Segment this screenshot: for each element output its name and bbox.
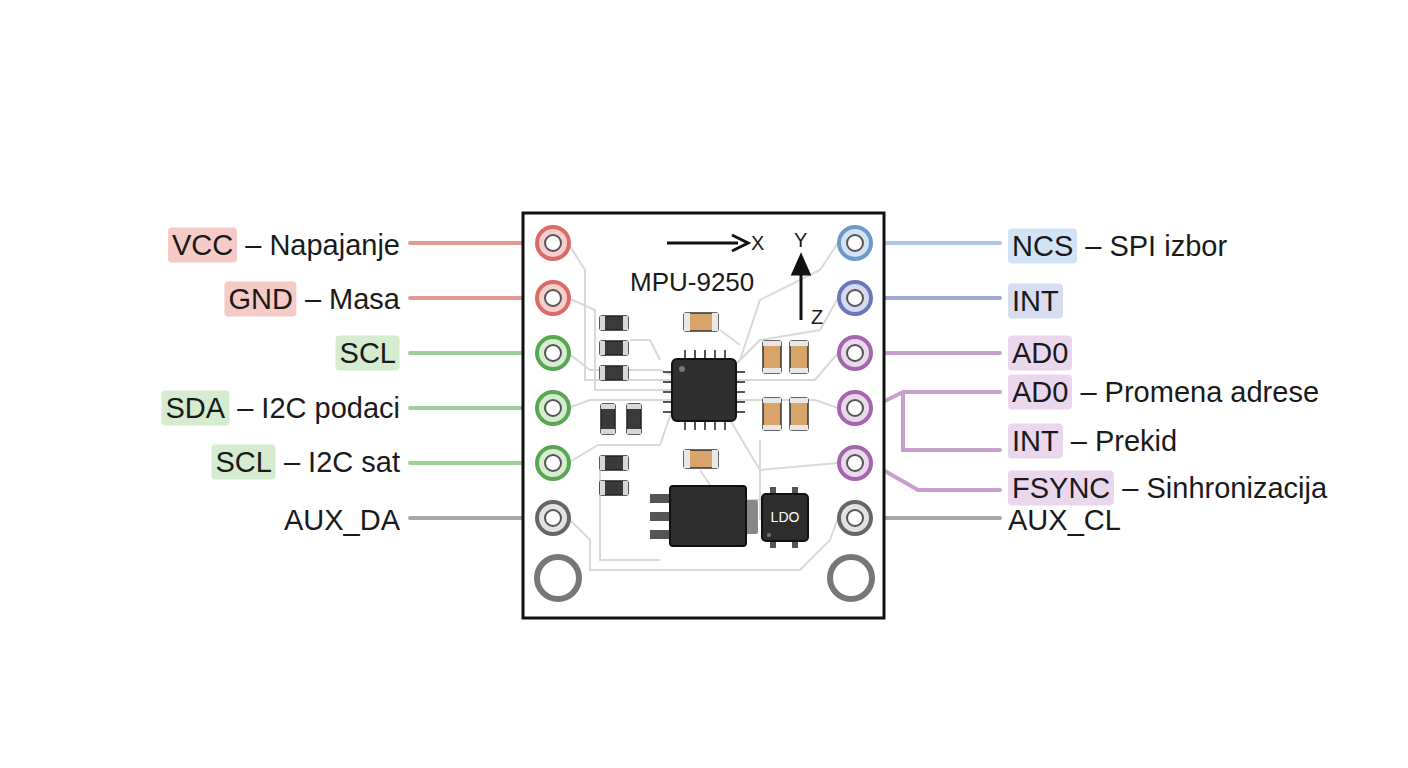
pin-hole [545,235,561,251]
mpu-chip [663,350,745,430]
label-row: VCC– Napajanje [168,228,400,263]
pin-description: – Masa [305,282,400,317]
pin-name: VCC [168,228,237,263]
label-row: AUX_DA [284,503,400,538]
pin-pad [537,337,569,369]
pin-name: SCL [336,336,400,371]
label-row: X [751,231,764,255]
pin-hole [545,290,561,306]
leader-line [871,392,1000,450]
pin-pad [839,337,871,369]
pin-description: – Napajanje [245,228,400,263]
pin-pad [839,502,871,534]
label-row: INT– Prekid [1008,424,1177,459]
label-row: LDO [771,509,800,526]
pin-hole [847,455,863,471]
pin-description: Y [794,228,807,252]
pin-pad [839,227,871,259]
pin-description: Z [811,305,823,329]
voltage-regulator [650,486,758,546]
pin-hole [847,400,863,416]
pin-pad [537,502,569,534]
leader-line [871,241,1000,245]
pin-name: INT [1008,424,1063,459]
pin-description: – I2C sat [284,445,400,480]
pin-name: NCS [1008,229,1077,264]
pin-name: AD0 [1008,336,1072,371]
pin-pad [537,227,569,259]
label-row: INT [1008,284,1063,319]
pin-description: MPU-9250 [630,267,754,298]
pin-pad [537,447,569,479]
label-row: SCL [336,336,400,371]
resistor-array [600,316,641,495]
pin-name: GND [224,282,296,317]
pin-pad [839,392,871,424]
label-row: AD0 [1008,336,1072,371]
ldo-chip [762,487,808,548]
pin-hole [847,290,863,306]
mounting-hole [537,557,579,599]
pcb-board [523,213,884,618]
pin-hole [847,345,863,361]
label-row: FSYNC– Sinhronizacija [1008,471,1327,506]
pin-description: – Promena adrese [1080,375,1319,410]
label-row: NCS– SPI izbor [1008,229,1227,264]
label-row: AUX_CL [1008,503,1121,538]
leader-line [871,351,1000,355]
leader-line [871,296,1000,300]
label-row: Z [811,305,823,329]
pin-name: SDA [162,391,230,426]
pin-name: SCL [212,445,276,480]
pin-pad [839,447,871,479]
pin-pad [537,282,569,314]
pin-hole [847,510,863,526]
leader-line [871,516,1000,520]
label-row: AD0– Promena adrese [1008,375,1319,410]
leader-line [410,351,537,355]
pin-description: – Prekid [1071,424,1177,459]
pin-name: FSYNC [1008,471,1114,506]
pin-name: INT [1008,284,1063,319]
leader-line [410,516,537,520]
pin-description: – I2C podaci [237,391,400,426]
pin-pad [537,392,569,424]
pin-hole [545,455,561,471]
pin-name: AD0 [1008,375,1072,410]
leader-line [410,406,537,410]
leader-line [410,241,537,245]
pin-pad [839,282,871,314]
label-row: SDA– I2C podaci [162,391,400,426]
leader-line [410,296,537,300]
pin-description: LDO [771,509,800,526]
pin-description: X [751,231,764,255]
leader-line [410,461,537,465]
pin-description: AUX_DA [284,503,400,538]
leader-line [871,463,1000,490]
label-row: Y [794,228,807,252]
pin-description: – SPI izbor [1085,229,1227,264]
pin-description: – Sinhronizacija [1122,471,1327,506]
pin-hole [847,235,863,251]
pcb-traces [568,243,838,570]
pin-description: AUX_CL [1008,503,1121,538]
label-row: GND – Masa [224,282,400,317]
pin-hole [545,345,561,361]
label-row: SCL– I2C sat [212,445,400,480]
pin-hole [545,400,561,416]
pin-hole [545,510,561,526]
label-row: MPU-9250 [630,267,754,298]
mounting-hole [830,557,872,599]
